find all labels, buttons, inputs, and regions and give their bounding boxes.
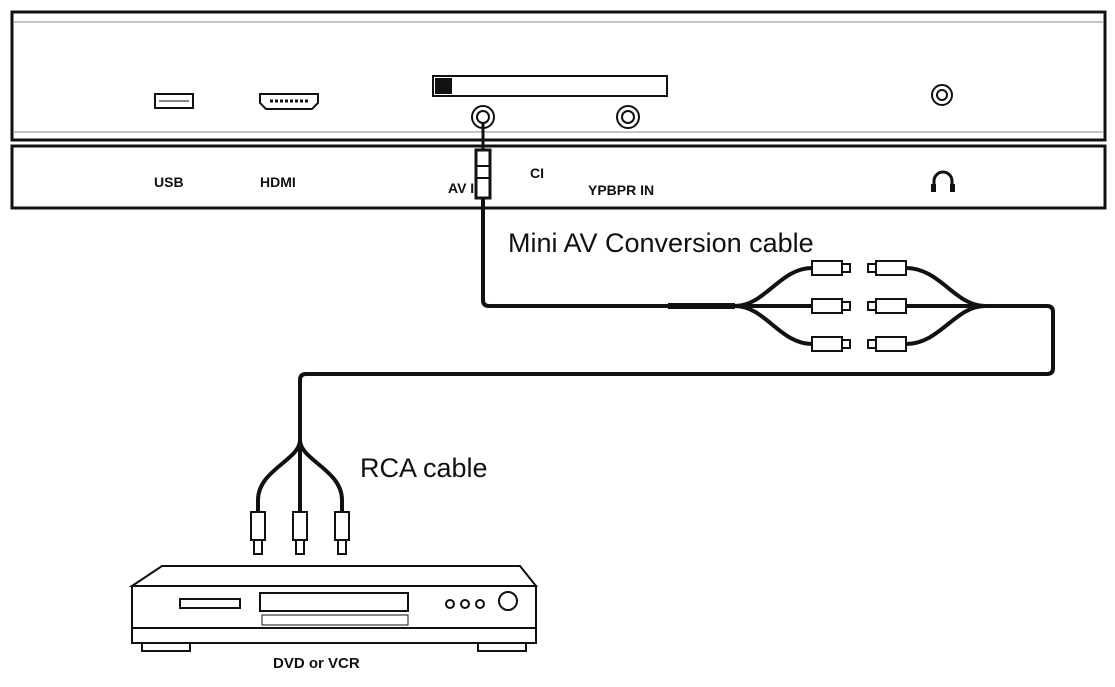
usb-label: USB — [154, 174, 184, 190]
headphone-icon — [931, 170, 955, 192]
hdmi-label: HDMI — [260, 174, 296, 190]
dvd-rca-plugs — [250, 511, 350, 555]
dvd-vcr-device — [128, 565, 539, 652]
hdmi-port-icon — [259, 93, 319, 110]
conversion-rca-plugs-left — [811, 260, 851, 352]
ci-slot-icon — [432, 75, 668, 97]
ypbpr-jack-icon — [616, 105, 640, 129]
ci-label: CI — [530, 165, 544, 181]
headphone-jack-icon — [931, 84, 953, 106]
rca-cable — [256, 266, 1055, 512]
tv-lower-panel — [10, 144, 1107, 210]
conversion-rca-plugs-right — [867, 260, 907, 352]
device-label: DVD or VCR — [273, 655, 360, 672]
ypbpr-in-label: YPBPR IN — [588, 182, 654, 198]
usb-port-icon — [154, 93, 194, 109]
mini-av-cable — [481, 198, 813, 346]
mini-av-cable-label: Mini AV Conversion cable — [508, 228, 814, 258]
rca-cable-label: RCA cable — [360, 453, 488, 483]
